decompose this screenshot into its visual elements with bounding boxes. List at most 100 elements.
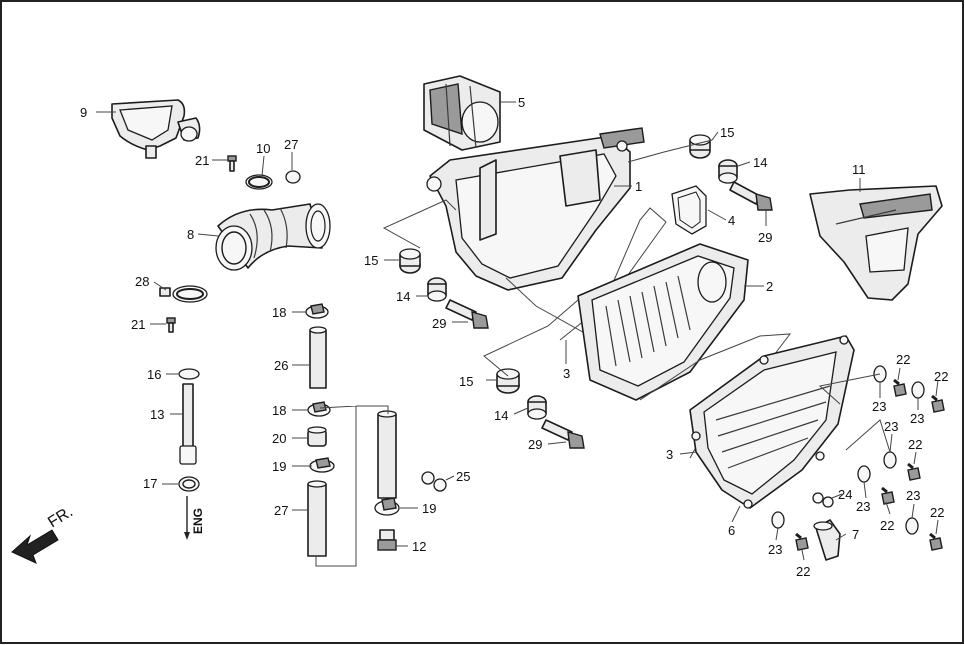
callout-23-a: 23 <box>872 399 886 414</box>
screw-22-a <box>893 378 907 397</box>
callout-24: 24 <box>838 487 852 502</box>
callout-8: 8 <box>187 227 194 242</box>
clip-18-lower <box>307 401 331 417</box>
drain-plug-12 <box>377 529 397 551</box>
intake-connecting-tube <box>215 203 331 271</box>
o-rings-25 <box>421 471 447 492</box>
callout-28: 28 <box>135 274 149 289</box>
callout-19-right: 19 <box>422 501 436 516</box>
bolt-29-lower <box>541 419 585 449</box>
clip-17 <box>178 476 200 492</box>
filter-element-2 <box>577 243 749 401</box>
callout-2: 2 <box>766 279 773 294</box>
callout-22-d: 22 <box>880 518 894 533</box>
callout-21-top: 21 <box>195 153 209 168</box>
callout-22-a: 22 <box>896 352 910 367</box>
screw-21-top <box>227 155 237 172</box>
screw-22-b <box>931 394 945 413</box>
callout-4: 4 <box>728 213 735 228</box>
air-cleaner-housing-1 <box>426 127 645 291</box>
drain-cap-7 <box>813 519 841 561</box>
callout-1: 1 <box>635 179 642 194</box>
heat-shield-11 <box>809 185 943 301</box>
tube-27-right <box>377 410 397 499</box>
hose-clamp-28 <box>159 285 208 303</box>
washer-23-b <box>911 381 925 399</box>
leader-lines <box>96 101 939 561</box>
air-cleaner-cover-6 <box>689 335 855 509</box>
callout-17: 17 <box>143 476 157 491</box>
callout-12: 12 <box>412 539 426 554</box>
bolt-29-left <box>445 299 489 329</box>
callout-7: 7 <box>852 527 859 542</box>
callout-23-f: 23 <box>768 542 782 557</box>
callout-23-b: 23 <box>910 411 924 426</box>
callout-21-lower: 21 <box>131 317 145 332</box>
clip-19-left <box>309 457 335 473</box>
clip-18-top <box>305 303 329 319</box>
screw-21-lower <box>166 317 176 333</box>
grommet-15-top <box>689 134 711 159</box>
screw-22-e <box>929 532 943 551</box>
callout-27-lower: 27 <box>274 503 288 518</box>
washer-23-f <box>771 511 785 529</box>
o-rings-24 <box>812 492 834 508</box>
callout-15-top: 15 <box>720 125 734 140</box>
callout-29-top: 29 <box>758 230 772 245</box>
callout-10: 10 <box>256 141 270 156</box>
callout-22-c: 22 <box>908 437 922 452</box>
collar-14-left <box>427 277 447 302</box>
clip-27-small <box>285 170 301 184</box>
callout-16: 16 <box>147 367 161 382</box>
callout-25: 25 <box>456 469 470 484</box>
callout-9: 9 <box>80 105 87 120</box>
callout-14-lower: 14 <box>494 408 508 423</box>
callout-3-upper: 3 <box>563 366 570 381</box>
callout-23-d: 23 <box>856 499 870 514</box>
callout-14-top: 14 <box>753 155 767 170</box>
intake-duct-cover <box>111 99 201 159</box>
grommet-15-lower <box>496 368 520 394</box>
collar-14-lower <box>527 395 547 420</box>
screw-22-f <box>795 532 809 551</box>
clip-16 <box>178 368 200 380</box>
callout-27-top: 27 <box>284 137 298 152</box>
washer-23-c <box>883 451 897 469</box>
washer-23-e <box>905 517 919 535</box>
engine-direction-arrow: ENG <box>184 496 205 540</box>
screw-22-d <box>881 486 895 505</box>
washer-23-d <box>857 465 871 483</box>
callout-22-f: 22 <box>796 564 810 579</box>
gasket-4 <box>671 185 707 235</box>
cap-20 <box>307 426 327 447</box>
callout-29-lower: 29 <box>528 437 542 452</box>
air-inlet-snorkel-5 <box>423 75 501 151</box>
callout-3-lower: 3 <box>666 447 673 462</box>
callout-23-e: 23 <box>906 488 920 503</box>
callout-labels: 9 21 10 27 8 28 21 16 13 17 18 26 18 20 … <box>80 95 948 579</box>
callout-22-b: 22 <box>934 369 948 384</box>
callout-18-top: 18 <box>272 305 286 320</box>
callout-19-left: 19 <box>272 459 286 474</box>
callout-18-lower: 18 <box>272 403 286 418</box>
tube-27 <box>307 480 327 557</box>
callout-29-left: 29 <box>432 316 446 331</box>
callout-23-c: 23 <box>884 419 898 434</box>
tube-link-line <box>315 405 389 567</box>
grommet-15-left <box>399 248 421 274</box>
callout-26: 26 <box>274 358 288 373</box>
screw-22-c <box>907 462 921 481</box>
collar-14-top <box>718 159 738 184</box>
callout-14-left: 14 <box>396 289 410 304</box>
drain-tube-13 <box>179 383 197 465</box>
clip-19-right <box>374 497 400 516</box>
callout-15-left: 15 <box>364 253 378 268</box>
callout-11: 11 <box>852 162 866 177</box>
bolt-29-top <box>729 181 773 211</box>
callout-20: 20 <box>272 431 286 446</box>
callout-13: 13 <box>150 407 164 422</box>
engine-label: ENG <box>191 508 205 534</box>
callout-5: 5 <box>518 95 525 110</box>
callout-15-lower: 15 <box>459 374 473 389</box>
